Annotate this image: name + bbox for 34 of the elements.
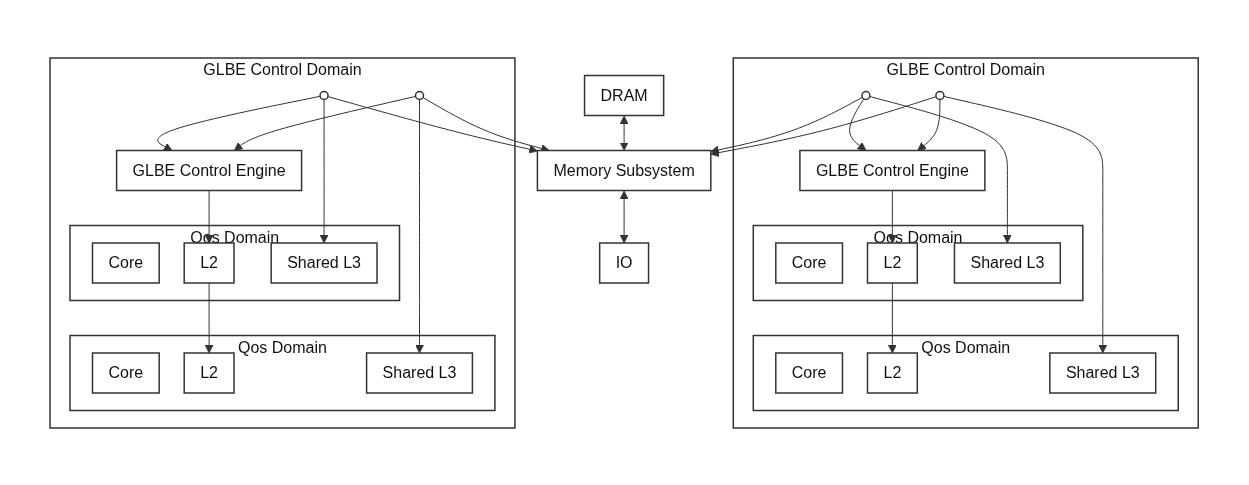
node-box: IO [599, 241, 650, 284]
arrow [710, 96, 864, 154]
arrow [849, 97, 867, 151]
arrow [710, 95, 937, 157]
node-circle [415, 90, 425, 100]
arrow [415, 98, 425, 353]
node-box: Shared L3 [1049, 351, 1157, 394]
node-box: L2 [183, 351, 236, 394]
node-box: Memory Subsystem [537, 149, 712, 191]
arrow [234, 95, 417, 151]
arrow [327, 95, 539, 154]
node-circle [319, 90, 330, 100]
node-box: L2 [867, 351, 919, 394]
node-box: GLBE Control Engine [799, 149, 986, 191]
node-circle [935, 90, 945, 100]
arrow [620, 115, 629, 151]
arrow [917, 98, 941, 151]
arrow [888, 189, 898, 243]
arrow [205, 282, 214, 353]
arrow [205, 189, 214, 243]
arrow [869, 95, 1013, 243]
arrow [888, 282, 898, 353]
arrow [320, 98, 329, 243]
node-circle [861, 90, 871, 100]
node-box: Shared L3 [366, 351, 474, 394]
arrow [620, 190, 629, 243]
arrow [943, 95, 1108, 353]
arrow [157, 95, 322, 151]
node-box: GLBE Control Engine [116, 149, 303, 191]
node-box: DRAM [584, 74, 665, 116]
node-box: Core [92, 351, 161, 394]
node-box: Core [775, 241, 844, 284]
node-box: Core [92, 241, 161, 284]
node-box: Core [775, 351, 844, 394]
